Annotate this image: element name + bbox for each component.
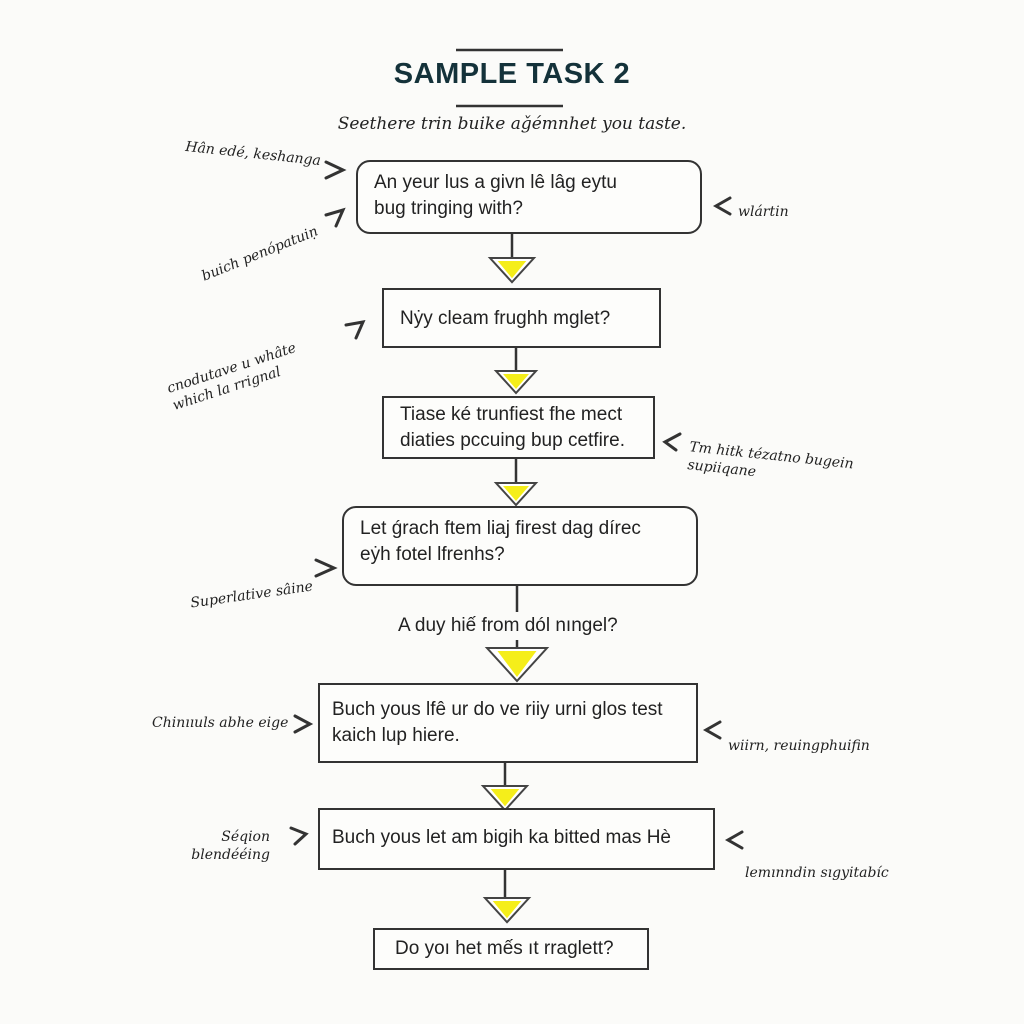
page-title: SAMPLE TASK 2 [393, 58, 631, 90]
side-note: Chinııuls abhe eige [152, 715, 289, 731]
subtitle: Seethere trin buike aǧémnhet you taste. [337, 114, 687, 134]
side-note: Séqion blendééing [191, 829, 270, 863]
side-note: wiirn, reuingphuifin [728, 738, 870, 754]
arrow-fill [497, 261, 527, 279]
pointer-chevron-icon [324, 160, 347, 180]
pointer-chevron-icon [324, 207, 346, 228]
arrow-fill [490, 789, 520, 807]
flow-step-6: Buch yous let am bigih ka bitted mas Hè [318, 808, 715, 870]
flow-step-3: Tiase ké trunfiest fhe mect diaties pccu… [382, 396, 655, 459]
title-rules [456, 48, 563, 108]
arrow-fill [503, 374, 529, 389]
side-note: wlártin [738, 204, 789, 220]
pointer-chevron-icon [712, 196, 732, 216]
flow-arrows [480, 257, 550, 924]
flow-step-7: Do yoı het mếs ıt rraglett? [373, 928, 649, 970]
flow-step-4: Let ǵrach ftem liaj firest dag dírec eẏh… [342, 506, 698, 586]
pointer-chevron-icon [289, 826, 309, 846]
pointer-chevron-icon [724, 830, 744, 850]
pointer-chevron-icon [662, 432, 682, 452]
pointer-chevron-icon [314, 558, 338, 578]
pointer-chevron-icon [293, 714, 314, 734]
pointer-chevron-icon [702, 720, 722, 740]
note-pointers [289, 160, 744, 850]
side-note: lemınndin sıgyitabíc [745, 865, 889, 881]
arrow-fill [503, 486, 529, 501]
pointer-chevron-icon [344, 320, 366, 340]
flow-step-2: Nẏy cleam frughh mglet? [382, 288, 661, 348]
arrow-fill [492, 901, 522, 919]
connector-label: A duy hiế from dól nıngel? [398, 615, 618, 636]
flow-step-5: Buch yous lfê ur do ve riiy urni glos te… [318, 683, 698, 763]
flow-step-1: An yeur lus a givn lê lâg eytu bug tring… [356, 160, 702, 234]
arrow-fill [497, 651, 537, 677]
